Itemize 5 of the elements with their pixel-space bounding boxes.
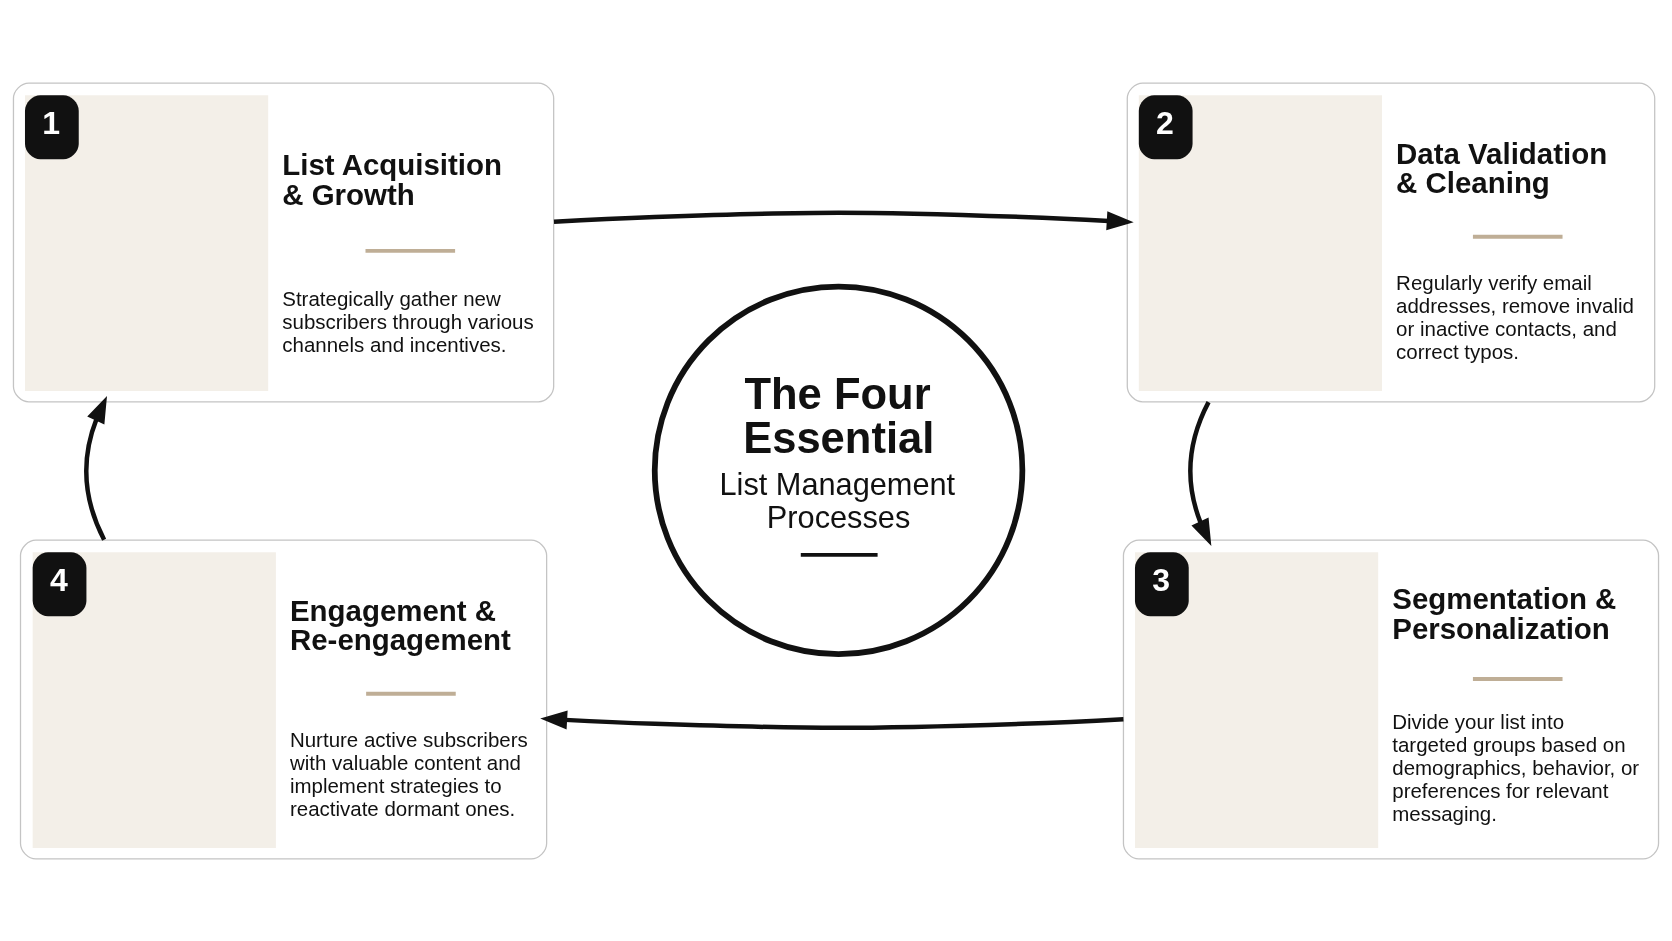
- arrow: [84, 395, 107, 541]
- arrow: [540, 710, 1124, 730]
- arrow: [553, 209, 1134, 230]
- arrow: [1188, 400, 1212, 546]
- node-circle: The Four Essential List Management Processes: [651, 283, 1026, 657]
